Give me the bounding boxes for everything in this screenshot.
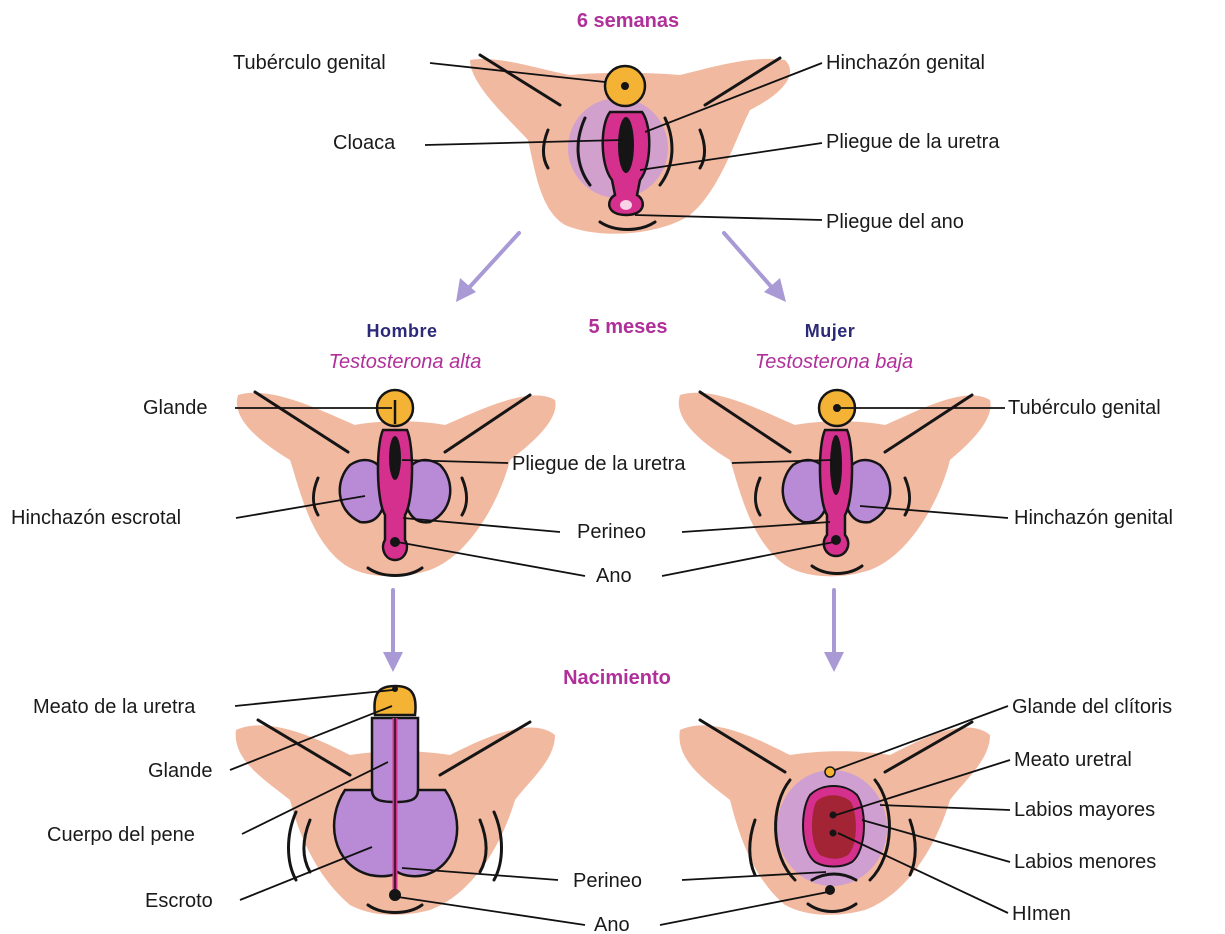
hymen-birth bbox=[812, 795, 856, 859]
label-glans-birth: Glande bbox=[148, 760, 213, 782]
label-urethral-fold-6wk: Pliegue de la uretra bbox=[826, 131, 1000, 153]
label-anus-5mo: Ano bbox=[596, 565, 632, 587]
female-title: Mujer bbox=[805, 321, 856, 341]
figure-birth-male bbox=[236, 686, 555, 915]
label-genital-tubercle-6wk: Tubérculo genital bbox=[233, 52, 386, 74]
stage-title-6-weeks: 6 semanas bbox=[577, 10, 679, 32]
male-subtitle: Testosterona alta bbox=[329, 351, 482, 373]
cloaca-slit bbox=[618, 117, 634, 173]
female-subtitle: Testosterona baja bbox=[755, 351, 913, 373]
label-genital-swelling-5mo: Hinchazón genital bbox=[1014, 507, 1173, 529]
label-labia-majora: Labios mayores bbox=[1014, 799, 1155, 821]
figure-5-months-male bbox=[237, 390, 556, 576]
label-genital-tubercle-5mo: Tubérculo genital bbox=[1008, 397, 1161, 419]
label-perineum-5mo: Perineo bbox=[577, 521, 646, 543]
label-scrotum: Escroto bbox=[145, 890, 213, 912]
arrow-male-to-birth bbox=[383, 590, 403, 672]
label-genital-swelling-6wk: Hinchazón genital bbox=[826, 52, 985, 74]
label-scrotal-swelling: Hinchazón escrotal bbox=[11, 507, 181, 529]
male-title: Hombre bbox=[366, 321, 437, 341]
label-urethral-fold-5mo: Pliegue de la uretra bbox=[512, 453, 686, 475]
label-urethral-meatus-male: Meato de la uretra bbox=[33, 696, 196, 718]
label-anal-fold: Pliegue del ano bbox=[826, 211, 964, 233]
figure-birth-female bbox=[679, 720, 990, 915]
arrow-to-female bbox=[724, 233, 786, 302]
arrow-female-to-birth bbox=[824, 590, 844, 672]
label-clitoris-glans: Glande del clítoris bbox=[1012, 696, 1172, 718]
figure-6-weeks bbox=[470, 55, 790, 234]
label-cloaca: Cloaca bbox=[333, 132, 396, 154]
label-labia-minora: Labios menores bbox=[1014, 851, 1156, 873]
label-glans-male-5mo: Glande bbox=[143, 397, 208, 419]
stage-title-5-months: 5 meses bbox=[589, 316, 668, 338]
figure-5-months-female bbox=[679, 390, 991, 576]
label-perineum-birth: Perineo bbox=[573, 870, 642, 892]
label-hymen: HImen bbox=[1012, 903, 1071, 925]
arrow-to-male bbox=[456, 233, 519, 302]
stage-title-birth: Nacimiento bbox=[563, 667, 671, 689]
label-anus-birth: Ano bbox=[594, 914, 630, 934]
label-urethral-meatus-female: Meato uretral bbox=[1014, 749, 1132, 771]
label-penis-body: Cuerpo del pene bbox=[47, 824, 195, 846]
clitoris-glans-birth bbox=[825, 767, 835, 777]
